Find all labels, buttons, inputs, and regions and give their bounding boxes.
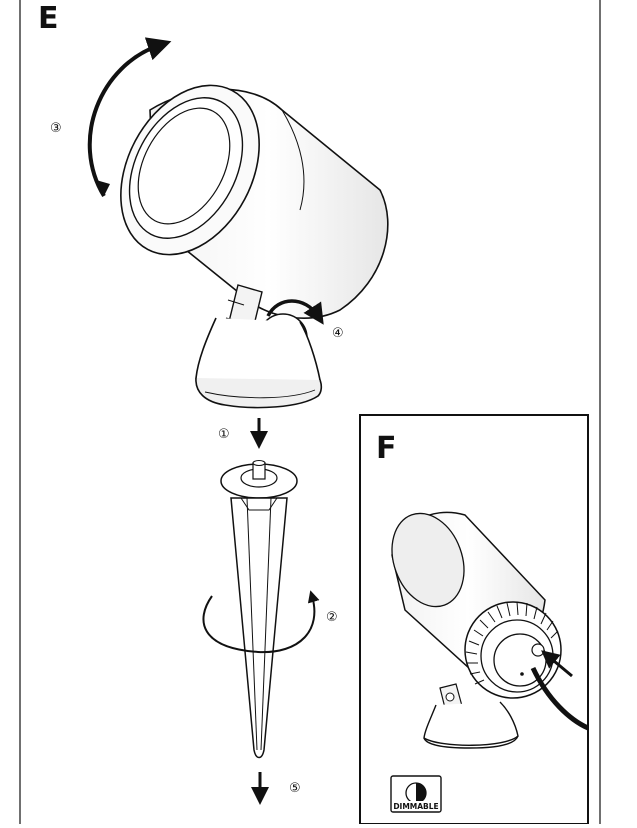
ground-spike xyxy=(220,459,298,759)
step-2-label: ② xyxy=(326,610,338,625)
tilt-arrow-icon xyxy=(266,299,324,325)
spotlight-head xyxy=(120,84,389,319)
spotlight-base xyxy=(195,317,323,409)
panel-e-label: E xyxy=(38,1,59,36)
step-5-label: ⑤ xyxy=(289,781,301,796)
page-frame xyxy=(19,0,601,824)
step-4-label: ④ xyxy=(332,326,344,341)
spike-rotate-arrow-icon xyxy=(202,590,320,654)
dimmable-label: DIMMABLE xyxy=(393,802,438,811)
dimmable-icon xyxy=(405,782,427,804)
panel-f-label: F xyxy=(376,431,397,466)
rotate-arrow-icon xyxy=(87,37,172,198)
step-3-label: ③ xyxy=(50,121,62,136)
step-1-label: ① xyxy=(218,427,230,442)
dimmable-badge: DIMMABLE xyxy=(390,775,442,813)
spotlight-rear-view xyxy=(391,511,590,749)
